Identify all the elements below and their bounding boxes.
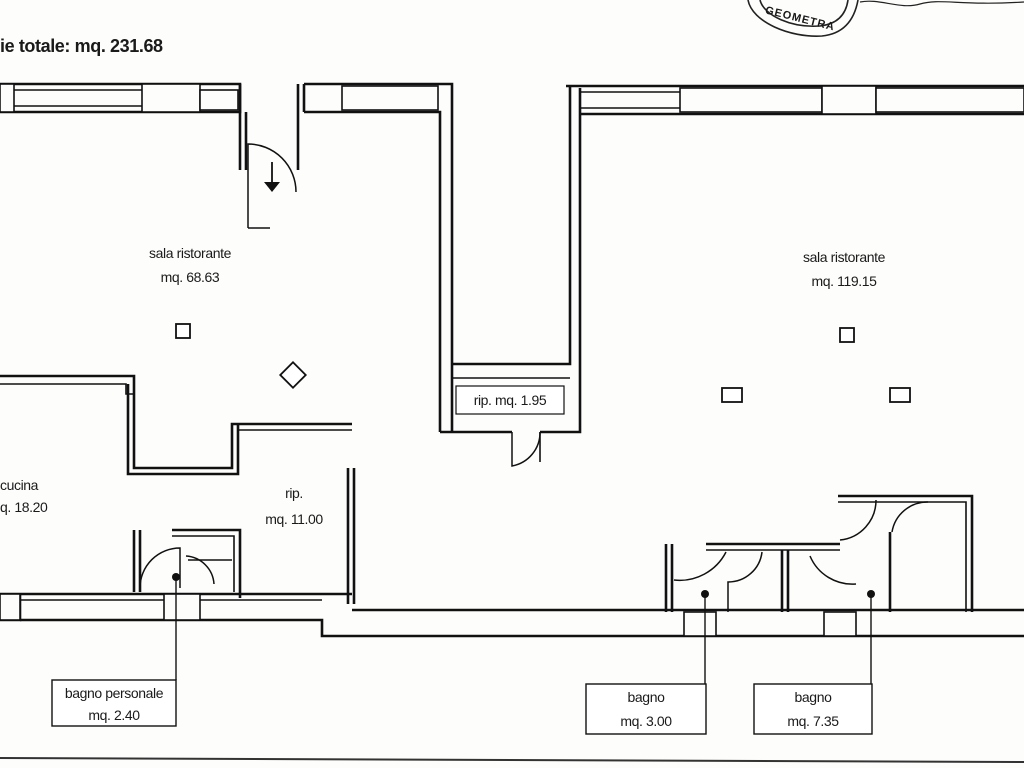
square-pillar-icon [721, 387, 743, 403]
corridor-storage-walls [440, 86, 582, 467]
room-label-sala-right-area: mq. 119.15 [811, 273, 877, 289]
room-label-sala-left-name: sala ristorante [149, 245, 232, 261]
bagno-1-inner-door [727, 551, 763, 612]
page-bottom-edge [0, 757, 1024, 763]
bagno-personale-door-left [139, 547, 181, 589]
room-label-cucina-area: q. 18.20 [0, 499, 48, 515]
callout-bagno-1-name: bagno [628, 689, 666, 705]
bagno-2-door-swing [809, 555, 857, 585]
surveyor-stamp: GEOMETRA [747, 0, 1024, 37]
callout-bagno-2-name: bagno [795, 689, 833, 705]
entrance-door-swing [247, 143, 297, 228]
window-right-3 [875, 87, 1024, 113]
bagno-2-entry-door [839, 499, 877, 541]
callout-bagno-personale: bagno personale mq. 2.40 [51, 679, 177, 727]
window-bagno-1 [683, 611, 717, 637]
arrow-down-icon [264, 162, 280, 192]
plan-total-surface-title: ie totale: mq. 231.68 [0, 36, 163, 56]
room-label-sala-left-area: mq. 68.63 [161, 269, 220, 285]
room-label-sala-right-name: sala ristorante [803, 249, 886, 265]
room-label-rip-small: rip. mq. 1.95 [474, 392, 547, 408]
room-label-rip-large-name: rip. [285, 485, 303, 501]
callout-bagno-1: bagno mq. 3.00 [585, 683, 707, 735]
window-right-2 [821, 85, 877, 115]
square-pillar-icon [839, 327, 855, 343]
callout-bagno-2: bagno mq. 7.35 [753, 683, 873, 735]
window-bagno-2 [823, 611, 857, 637]
bagno-2-inner-door [891, 501, 929, 533]
diamond-marker-icon [278, 360, 308, 390]
callout-bagno-personale-name: bagno personale [65, 685, 164, 701]
signature-stroke [859, 0, 1024, 7]
window-left-2 [141, 83, 201, 113]
rip-small-label-box [455, 385, 565, 415]
callout-bagno-personale-area: mq. 2.40 [88, 707, 140, 723]
bagno-1-door-swing [673, 551, 727, 582]
left-zone-walls [0, 82, 660, 638]
window-left-3 [199, 89, 239, 111]
bagno-personale-door-right [185, 555, 215, 585]
window-right-1 [679, 87, 823, 113]
rip-small-door-swing [511, 431, 541, 467]
right-zone-walls [352, 84, 1024, 638]
square-pillar-icon [175, 323, 191, 339]
structural-pillars [175, 323, 911, 403]
window-left-1 [0, 83, 15, 113]
window-left-4 [341, 85, 439, 111]
callout-bagno-2-area: mq. 7.35 [787, 713, 839, 729]
room-label-cucina-name: cucina [0, 477, 39, 493]
window-left-bottom [0, 593, 21, 621]
callout-bagno-1-area: mq. 3.00 [620, 713, 672, 729]
room-label-rip-large-area: mq. 11.00 [265, 511, 323, 527]
window-bagno-personale [163, 593, 201, 621]
square-pillar-icon [889, 387, 911, 403]
stamp-text: GEOMETRA [764, 4, 836, 33]
